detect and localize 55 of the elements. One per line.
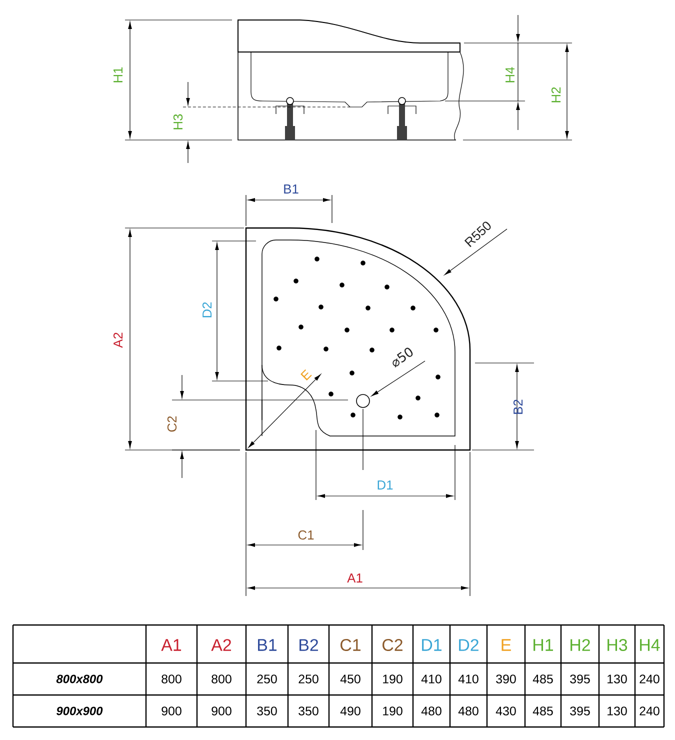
dimension-label: H3 [173,114,183,130]
table-cell: 800 [162,674,182,684]
dimension-label: A1 [347,574,362,582]
dimension-label: H2 [551,87,561,102]
table-header-cell: A1 [161,639,182,651]
dimension-label: C1 [298,530,314,540]
table-cell: 490 [340,706,360,716]
table-cell: 485 [532,674,553,684]
table-cell: 410 [458,674,478,684]
table-cell: 190 [383,706,402,716]
table-cell: 240 [640,706,660,716]
table-header-cell: H3 [608,639,628,651]
table-cell: 800 [212,674,232,684]
table-cell: 250 [257,674,277,684]
table-cell: 900 [212,706,232,716]
table-cell: 130 [608,674,627,684]
dimension-label: H1 [114,67,122,82]
table-header-cell: D2 [459,639,478,651]
row-label: 800x800 [56,674,103,684]
dimension-label: B2 [513,400,523,414]
table-cell: 430 [496,706,516,716]
table-cell: 900 [162,706,182,716]
dimension-label: ⌀50 [392,348,413,368]
dimension-label: B1 [284,184,298,194]
table-cell: 395 [570,674,590,684]
table-header-cell: B2 [300,639,318,651]
table-cell: 450 [340,674,360,684]
table-cell: 485 [532,706,553,716]
table-cell: 410 [421,674,442,684]
table-cell: 390 [496,674,516,684]
table-header-cell: C1 [340,639,360,651]
dimension-label: D1 [378,480,393,490]
dimension-label: E [300,369,312,380]
dimension-label: H4 [506,67,514,82]
row-label: 900x900 [56,706,103,716]
table-header-cell: H2 [570,639,590,651]
table-cell: 130 [608,706,627,716]
table-cell: 480 [421,706,442,716]
table-cell: 350 [257,706,277,716]
table-header-cell: D1 [422,639,442,651]
table-cell: 240 [640,674,660,684]
table-cell: 480 [458,706,478,716]
table-cell: 250 [298,674,318,684]
table-header-cell: C2 [382,639,402,651]
dimension-label: C2 [167,416,177,432]
dimension-label: A2 [113,332,123,348]
table-header-cell: H4 [640,639,660,651]
table-cell: 350 [298,706,318,716]
table-cell: 190 [383,674,402,684]
table-header-cell: B1 [258,639,277,651]
table-header-cell: H1 [534,639,553,651]
table-header-cell: E [502,639,511,651]
table-cell: 395 [570,706,590,716]
table-header-cell: A2 [211,639,231,651]
dimension-label: D2 [202,302,212,318]
